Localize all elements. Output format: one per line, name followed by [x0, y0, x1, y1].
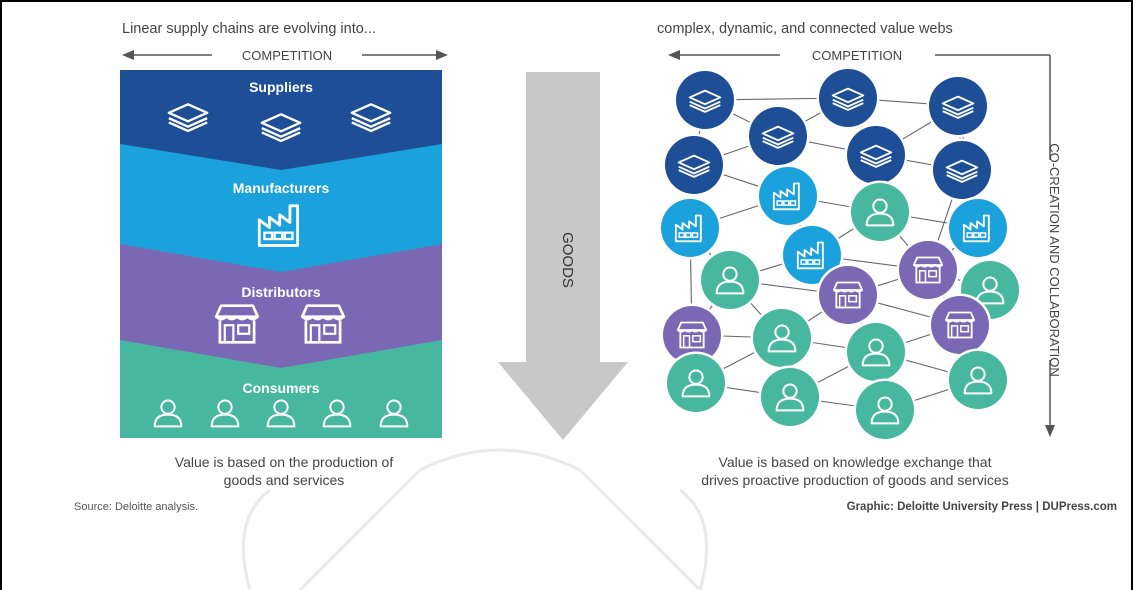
frame-right-line	[1131, 0, 1133, 590]
manufacturer-node	[658, 196, 722, 260]
right-caption-line2: drives proactive production of goods and…	[701, 472, 1008, 488]
node-circle	[749, 107, 807, 165]
right-competition-arrow: COMPETITION CO-CREATION AND COLLABORATIO…	[668, 48, 1062, 437]
consumer-node	[664, 351, 728, 415]
side-label: CO-CREATION AND COLLABORATION	[1047, 143, 1062, 377]
node-circle	[819, 69, 877, 127]
left-caption-line2: goods and services	[224, 472, 345, 488]
supplier-node	[746, 104, 810, 168]
node-circle	[847, 126, 905, 184]
supplier-node	[926, 74, 990, 138]
supplier-node	[662, 133, 726, 197]
stage-label-consumers: Consumers	[242, 380, 319, 396]
node-circle	[819, 266, 877, 324]
consumer-node	[844, 320, 908, 384]
source-text: Source: Deloitte analysis.	[74, 501, 198, 513]
supplier-node	[673, 68, 737, 132]
node-circle	[665, 136, 723, 194]
goods-arrow: GOODS	[498, 72, 628, 440]
distributor-node	[816, 263, 880, 327]
stage-band-manufacturers	[120, 144, 442, 272]
consumer-node	[946, 348, 1010, 412]
frame-top-line	[0, 0, 1133, 2]
distributor-node	[896, 238, 960, 302]
supply-chain-stack: Suppliers Manufacturers Distributors Con…	[120, 70, 442, 438]
supplier-node	[816, 66, 880, 130]
left-title: Linear supply chains are evolving into..…	[122, 21, 376, 37]
frame-left-line	[0, 0, 2, 590]
supplier-node	[844, 123, 908, 187]
competition-label-left: COMPETITION	[242, 48, 332, 63]
consumer-node	[750, 306, 814, 370]
stage-label-suppliers: Suppliers	[249, 79, 313, 95]
stage-label-distributors: Distributors	[241, 284, 321, 300]
node-circle	[931, 296, 989, 354]
left-competition-arrow: COMPETITION	[122, 48, 448, 63]
value-web	[658, 66, 1022, 442]
watermark	[241, 448, 709, 590]
goods-label: GOODS	[559, 232, 576, 288]
right-title: complex, dynamic, and connected value we…	[657, 21, 953, 37]
stage-band-distributors	[120, 244, 442, 368]
distributor-node	[660, 303, 724, 367]
consumer-node	[853, 378, 917, 442]
consumer-node	[848, 180, 912, 244]
node-circle	[929, 77, 987, 135]
manufacturer-node	[780, 223, 844, 287]
node-circle	[933, 141, 991, 199]
manufacturer-node	[946, 196, 1010, 260]
stage-band-consumers	[120, 340, 442, 438]
consumer-node	[758, 365, 822, 429]
competition-label-right: COMPETITION	[812, 48, 902, 63]
credit-text: Graphic: Deloitte University Press | DUP…	[847, 501, 1117, 513]
manufacturer-node	[756, 164, 820, 228]
supplier-node	[930, 138, 994, 202]
stage-label-manufacturers: Manufacturers	[233, 180, 330, 196]
stage-band-suppliers	[120, 70, 442, 170]
right-caption-line1: Value is based on knowledge exchange tha…	[719, 454, 992, 470]
node-circle	[899, 241, 957, 299]
node-circle	[663, 306, 721, 364]
consumer-node	[698, 248, 762, 312]
node-circle	[676, 71, 734, 129]
left-caption-line1: Value is based on the production of	[175, 454, 394, 470]
distributor-node	[928, 293, 992, 357]
